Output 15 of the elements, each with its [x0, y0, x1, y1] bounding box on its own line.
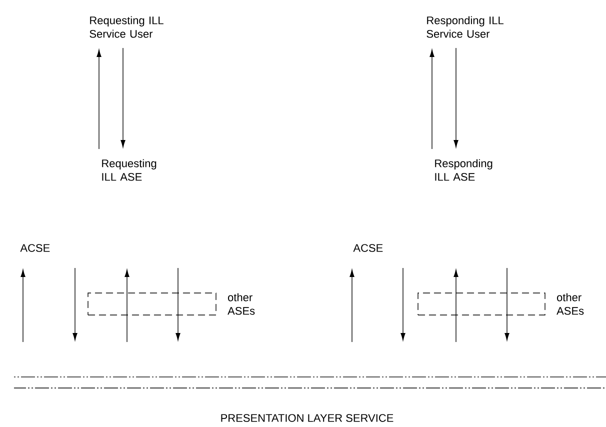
- dashed-box: other ASEs: [418, 292, 584, 316]
- text-label: Requesting ILL Service User: [90, 16, 164, 38]
- node-label: other ASEs: [228, 293, 255, 315]
- node-label: other ASEs: [556, 293, 584, 315]
- layer-title: PRESENTATION LAYER SERVICE: [221, 414, 394, 422]
- text-label: Responding ILL Service User: [426, 16, 504, 38]
- arrow: [120, 48, 126, 148]
- arrow: [454, 48, 458, 148]
- text-label: ACSE: [353, 244, 383, 252]
- text-label: ACSE: [20, 244, 50, 252]
- arrow: [430, 50, 434, 150]
- dashed-box: other ASEs: [88, 292, 255, 316]
- text-label: Requesting ILL ASE: [102, 159, 156, 181]
- text-label: Responding ILL ASE: [435, 159, 492, 181]
- arrow: [96, 50, 102, 150]
